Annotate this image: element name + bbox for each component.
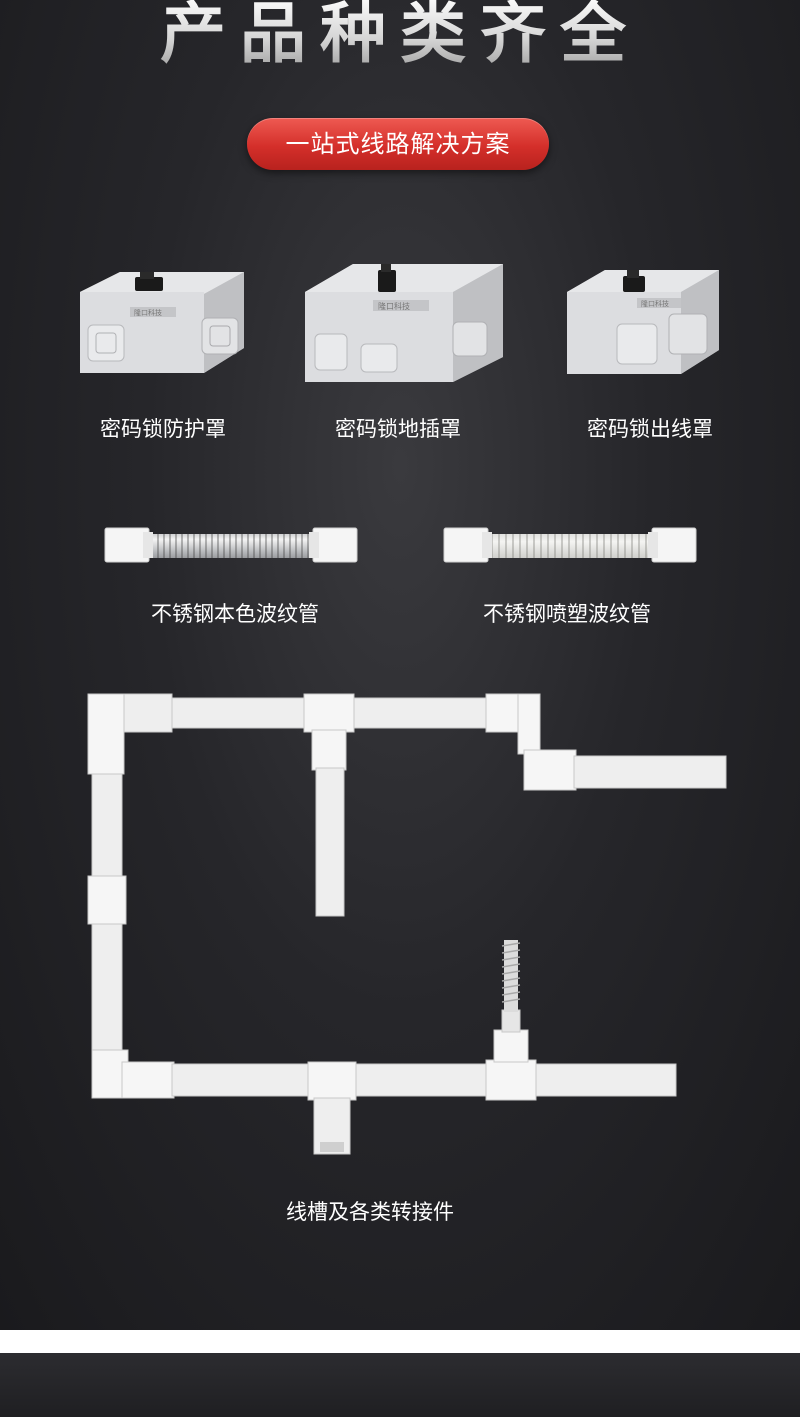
password-lock-protective-cover-image: 隆口科技	[80, 272, 244, 373]
next-section-band	[0, 1353, 800, 1417]
box-logo: 隆口科技	[641, 299, 669, 308]
password-lock-floor-socket-cover-image: 隆口科技	[305, 264, 503, 382]
stainless-coated-corrugated-hose-image	[443, 527, 697, 563]
trunking-caption: 线槽及各类转接件	[286, 1200, 454, 1224]
hose-caption: 不锈钢本色波纹管	[151, 602, 319, 626]
hose-caption: 不锈钢喷塑波纹管	[483, 602, 651, 626]
box-caption: 密码锁防护罩	[100, 417, 226, 441]
box-caption: 密码锁地插罩	[335, 417, 461, 441]
password-lock-outlet-cover-image: 隆口科技	[567, 270, 719, 374]
box-logo: 隆口科技	[378, 301, 410, 311]
stainless-natural-corrugated-hose-image	[104, 527, 358, 563]
product-range-section: 产品种类齐全 一站式线路解决方案 隆口科技 密码锁防护罩 隆口科技 密码锁地插罩	[0, 0, 800, 1330]
box-logo: 隆口科技	[134, 308, 162, 317]
solution-badge: 一站式线路解决方案	[247, 118, 549, 170]
page-title: 产品种类齐全	[0, 0, 800, 74]
cable-trunking-and-adapters-image	[87, 693, 727, 1155]
box-caption: 密码锁出线罩	[587, 417, 713, 441]
